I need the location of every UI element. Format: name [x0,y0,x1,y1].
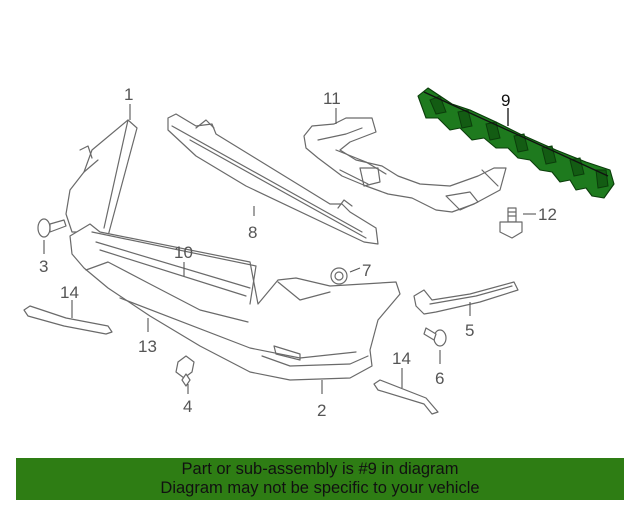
callout-13: 13 [138,337,157,356]
callout-6: 6 [435,369,444,388]
part-14-trim-strip-right[interactable] [373,379,439,415]
callout-8: 8 [248,223,257,242]
callout-14-right: 14 [392,349,411,368]
leader-lines [43,104,536,394]
callout-7: 7 [362,261,371,280]
callout-9: 9 [501,91,510,110]
part-5-bracket[interactable] [413,281,519,315]
part-8-reinforcement-beam[interactable] [167,113,379,245]
part-14-trim-strip-left[interactable] [23,305,113,335]
callout-10: 10 [174,243,193,262]
callout-5: 5 [465,321,474,340]
callout-11: 11 [323,89,341,108]
callout-1: 1 [124,85,133,104]
part-12-bolt[interactable] [499,207,523,239]
part-3-push-pin[interactable] [37,218,67,238]
part-9-energy-absorber[interactable] [417,87,615,199]
part-11-tow-hitch[interactable] [303,117,507,213]
footer-banner: Part or sub-assembly is #9 in diagram Di… [16,458,624,500]
part-1-bracket[interactable] [65,119,138,237]
callout-4: 4 [183,397,192,416]
part-4-fastener[interactable] [175,355,195,387]
callout-3: 3 [39,257,48,276]
callout-2: 2 [317,401,326,420]
callout-12: 12 [538,205,557,224]
footer-line-1: Part or sub-assembly is #9 in diagram [181,460,459,478]
part-7-clip[interactable] [330,267,348,285]
callout-14-left: 14 [60,283,79,302]
part-2-bumper-cover[interactable] [69,223,401,381]
footer-line-2: Diagram may not be specific to your vehi… [160,479,480,497]
part-6-push-pin[interactable] [423,327,447,347]
